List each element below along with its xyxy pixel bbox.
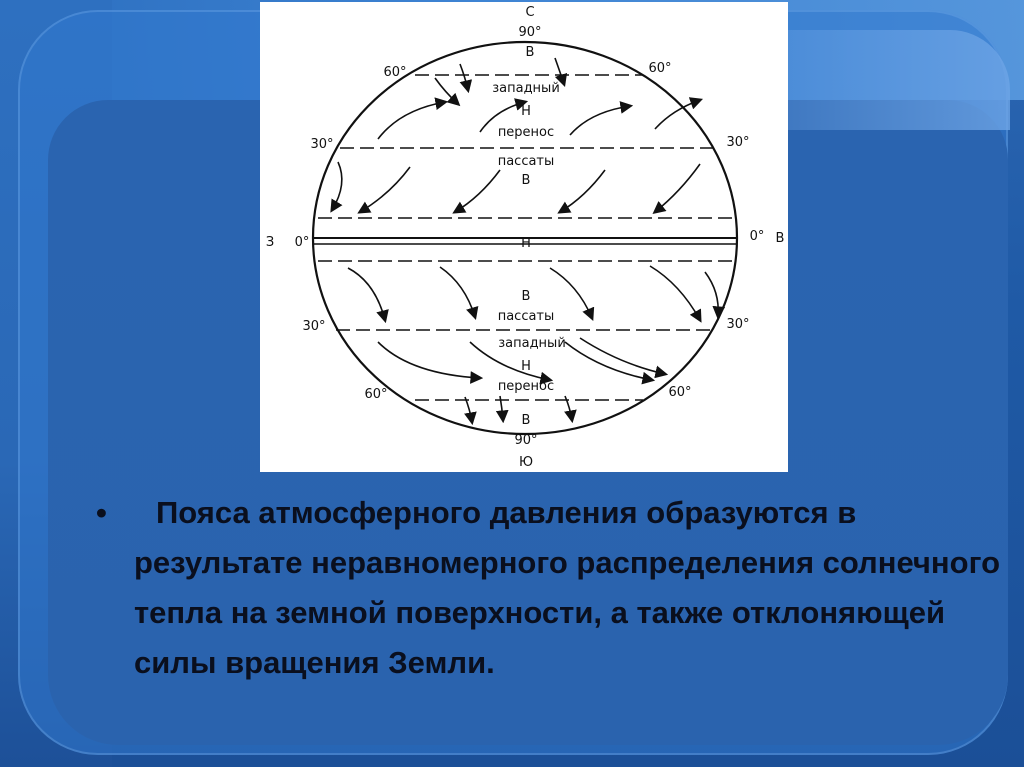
- lat-0-left-label: 0°: [295, 235, 310, 250]
- arrow-small: [495, 395, 509, 424]
- low-pressure-north-label: Н: [521, 104, 531, 119]
- transfer-north-label: перенос: [498, 125, 554, 140]
- lat-90s-label: 90°: [514, 433, 537, 448]
- south-pole-label: Ю: [519, 455, 533, 470]
- low-pressure-equator-label: Н: [521, 236, 531, 251]
- lat-30n-left-label: 30°: [310, 137, 333, 152]
- slide-caption: • Пояса атмосферного давления образуются…: [96, 488, 1006, 688]
- caption-text: Пояса атмосферного давления образуются в…: [134, 495, 1001, 680]
- lat-0-right-label: 0°: [750, 229, 765, 244]
- arrow: [479, 98, 529, 133]
- lat-30n-right-label: 30°: [726, 135, 749, 150]
- north-pole-label: С: [525, 5, 534, 20]
- arrow-small: [434, 77, 461, 107]
- westerly-arrows-south: [377, 337, 669, 426]
- lat-60s-left-label: 60°: [364, 387, 387, 402]
- westerly-arrows-north: [377, 57, 704, 140]
- lat-60n-right-label: 60°: [648, 61, 671, 76]
- arrow: [579, 337, 669, 379]
- east-label: В: [776, 231, 785, 246]
- trade-south-label: пассаты: [498, 309, 555, 324]
- pressure-belts-diagram: С 90° В 60° 60° западный Н перенос 30° 3…: [260, 2, 788, 472]
- arrow: [377, 341, 484, 384]
- arrow: [704, 271, 726, 320]
- trade-arrows-north: [330, 161, 701, 214]
- trade-north-label: пассаты: [498, 154, 555, 169]
- arrow: [564, 341, 656, 385]
- high-pressure-label-top: В: [526, 45, 535, 60]
- arrow: [357, 166, 411, 214]
- arrow: [569, 101, 634, 136]
- globe-outline: [311, 40, 739, 436]
- high-pressure-30n-label: В: [522, 173, 531, 188]
- bullet-marker: •: [96, 495, 107, 530]
- arrow-small: [554, 57, 568, 88]
- arrow: [330, 161, 343, 213]
- lat-90n-label: 90°: [518, 25, 541, 40]
- lat-30s-right-label: 30°: [726, 317, 749, 332]
- latitude-lines: [318, 74, 732, 401]
- west-label: З: [266, 235, 274, 250]
- arrow: [469, 341, 554, 385]
- high-pressure-label-bottom: В: [522, 413, 531, 428]
- diagram-svg: С 90° В 60° 60° западный Н перенос 30° 3…: [266, 5, 785, 470]
- westerly-north-label: западный: [492, 81, 560, 96]
- lat-60n-left-label: 60°: [383, 65, 406, 80]
- arrow: [549, 267, 595, 321]
- arrow-small: [464, 396, 477, 426]
- arrow: [347, 267, 389, 324]
- transfer-south-label: перенос: [498, 379, 554, 394]
- lat-30s-left-label: 30°: [302, 319, 325, 334]
- arrow: [652, 163, 701, 214]
- arrow: [439, 266, 479, 321]
- arrow-small: [459, 63, 473, 94]
- trade-arrows-south: [347, 265, 726, 324]
- westerly-south-label: западный: [498, 336, 566, 351]
- arrow: [654, 97, 704, 130]
- arrow: [649, 265, 702, 323]
- lat-60s-right-label: 60°: [668, 385, 691, 400]
- arrow: [377, 97, 449, 140]
- arrow-small: [564, 395, 577, 424]
- arrow: [557, 169, 606, 214]
- high-pressure-30s-label: В: [522, 289, 531, 304]
- arrow: [452, 169, 501, 214]
- low-pressure-south-label: Н: [521, 359, 531, 374]
